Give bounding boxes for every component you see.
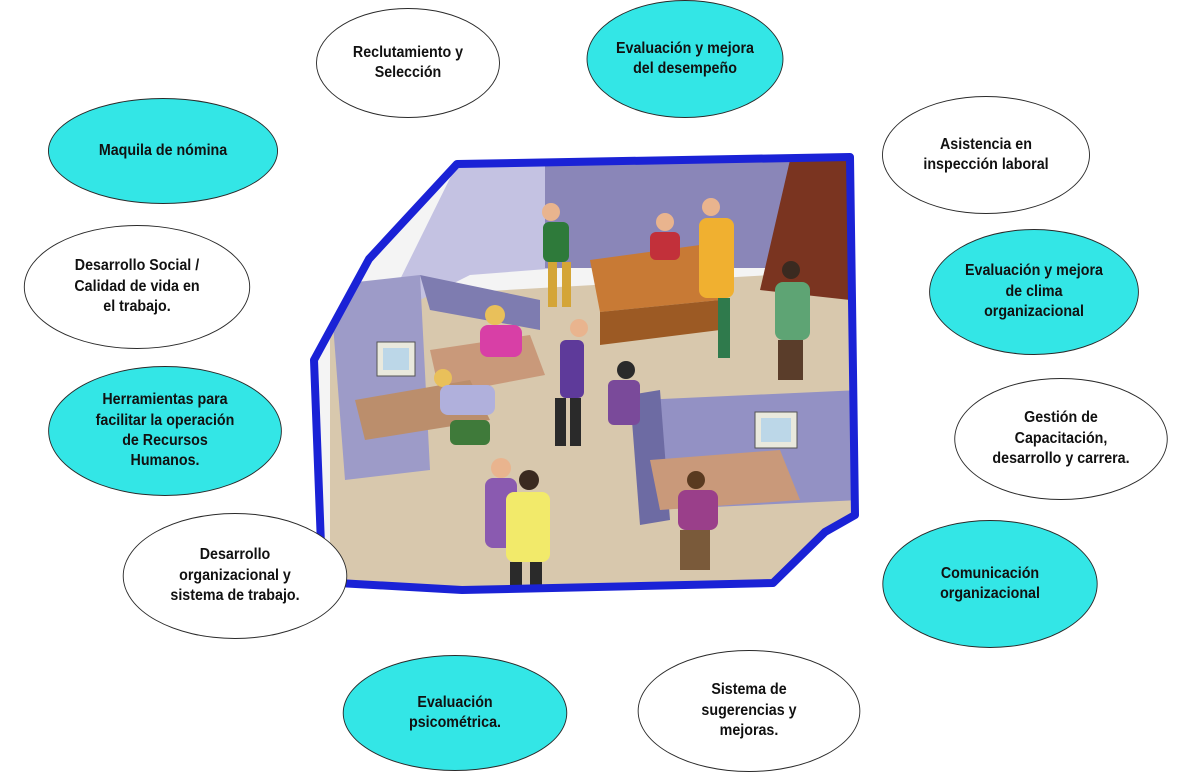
bubble-label: Evaluación psicométrica. — [409, 693, 501, 731]
bubble-label: Asistencia en inspección laboral — [923, 135, 1049, 173]
bubble-label: Sistema de sugerencias y mejoras. — [701, 681, 797, 740]
bubble-herramientas: Herramientas para facilitar la operación… — [48, 366, 282, 496]
blue-frame — [310, 153, 859, 594]
bubble-reclutamiento: Reclutamiento y Selección — [316, 8, 500, 118]
bubble-comunicacion: Comunicación organizacional — [882, 520, 1098, 648]
bubble-maquila: Maquila de nómina — [48, 98, 278, 204]
bubble-sugerencias: Sistema de sugerencias y mejoras. — [637, 650, 861, 772]
office-workers-illustration-icon — [314, 157, 855, 590]
bubble-label: Evaluación y mejora de clima organizacio… — [965, 262, 1103, 321]
bubble-label: Reclutamiento y Selección — [352, 43, 464, 81]
bubble-label: Gestión de Capacitación, desarrollo y ca… — [992, 409, 1130, 468]
bubble-desarrollo-org: Desarrollo organizacional y sistema de t… — [122, 513, 348, 639]
bubble-label: Desarrollo organizacional y sistema de t… — [170, 546, 300, 605]
bubble-label: Comunicación organizacional — [940, 564, 1040, 602]
bubble-label: Herramientas para facilitar la operación… — [95, 391, 235, 470]
bubble-desarrollo-social: Desarrollo Social / Calidad de vida en e… — [23, 225, 251, 349]
bubble-psicometrica: Evaluación psicométrica. — [342, 655, 568, 771]
bubble-evaluacion-desempeno: Evaluación y mejora del desempeño — [586, 0, 784, 118]
bubble-label: Evaluación y mejora del desempeño — [616, 39, 754, 77]
bubble-label: Desarrollo Social / Calidad de vida en e… — [74, 257, 200, 316]
bubble-clima: Evaluación y mejora de clima organizacio… — [929, 229, 1139, 355]
bubble-asistencia: Asistencia en inspección laboral — [882, 96, 1090, 214]
bubble-label: Maquila de nómina — [98, 141, 228, 159]
bubble-capacitacion: Gestión de Capacitación, desarrollo y ca… — [954, 378, 1168, 500]
